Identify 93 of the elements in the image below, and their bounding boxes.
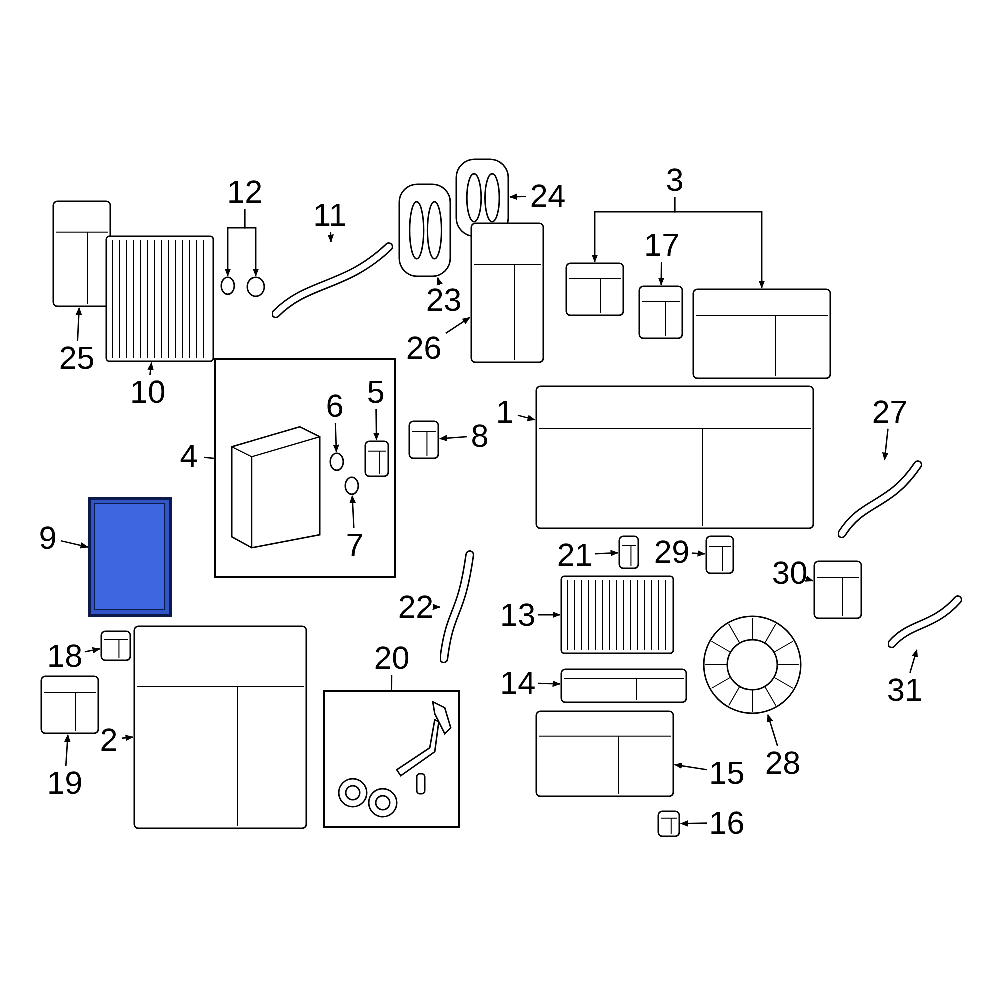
cover-drawing — [52, 200, 112, 308]
callout-number: 18 — [45, 639, 85, 673]
leader-line — [594, 550, 619, 557]
actuator-drawing — [40, 675, 100, 735]
leader-line — [767, 714, 778, 746]
group-box — [323, 690, 460, 828]
leader-line — [122, 734, 134, 742]
duct-drawing — [838, 460, 923, 540]
callout-number: 27 — [870, 395, 910, 429]
leader-line — [60, 540, 89, 549]
leader-line — [805, 576, 814, 582]
o-ring-drawing — [344, 476, 360, 496]
hose-drawing — [440, 550, 475, 665]
callout-number: 16 — [707, 806, 747, 840]
callout-number: 24 — [526, 179, 570, 213]
o-ring-drawing — [329, 452, 345, 472]
callout-number: 31 — [885, 673, 925, 707]
callout-number: 8 — [467, 419, 493, 453]
leader-line — [518, 414, 536, 422]
leader-line — [64, 734, 71, 766]
leader-line — [674, 197, 766, 289]
seal-drawing — [398, 183, 452, 278]
leader-line — [538, 612, 561, 618]
leader-line — [333, 422, 340, 453]
leader-line — [446, 317, 471, 334]
callout-number: 25 — [57, 341, 97, 375]
leader-line — [538, 680, 561, 688]
callout-number: 20 — [372, 641, 412, 675]
filter-frame-drawing — [560, 668, 688, 704]
leader-line — [204, 456, 214, 460]
resistor-drawing — [705, 535, 735, 575]
bracket-drawing — [565, 262, 625, 317]
callout-number: 22 — [396, 590, 436, 624]
callout-number: 30 — [770, 556, 810, 590]
leader-line — [76, 307, 82, 342]
leader-line — [882, 428, 889, 461]
callout-number: 2 — [96, 723, 122, 757]
leader-line — [436, 277, 444, 286]
leader-line — [658, 262, 665, 286]
leader-line — [692, 550, 706, 557]
leader-line — [509, 194, 526, 200]
callout-number: 28 — [763, 746, 803, 780]
filter-drawing — [560, 575, 675, 655]
callout-number: 1 — [492, 395, 518, 429]
leader-line — [84, 647, 101, 654]
leader-line — [244, 209, 260, 277]
callout-number: 5 — [363, 375, 389, 409]
callout-number: 9 — [35, 521, 61, 555]
clip-drawing — [657, 810, 681, 838]
callout-number: 26 — [402, 331, 446, 365]
leader-line — [373, 409, 380, 441]
callout-number: 3 — [657, 163, 693, 197]
leader-line — [148, 362, 154, 376]
actuator-drawing — [813, 560, 863, 620]
callout-number: 19 — [45, 766, 85, 800]
o-ring-drawing — [220, 276, 236, 296]
bracket-drawing — [470, 222, 545, 364]
leader-line — [674, 762, 708, 771]
callout-number: 15 — [707, 756, 747, 790]
housing-cover-drawing — [692, 288, 832, 380]
tray-drawing — [535, 710, 675, 798]
duct-drawing — [888, 595, 963, 650]
callout-number: 7 — [342, 528, 368, 562]
callout-number: 29 — [652, 535, 692, 569]
callout-number: 17 — [642, 228, 682, 262]
leader-line — [328, 232, 334, 243]
callout-number: 6 — [322, 389, 348, 423]
actuator-drawing — [100, 630, 132, 662]
leader-line — [680, 820, 708, 827]
leader-line — [350, 495, 356, 528]
callout-number: 12 — [225, 175, 265, 209]
callout-number: 10 — [128, 375, 168, 409]
callout-number: 4 — [174, 439, 204, 473]
group-box — [214, 358, 396, 578]
callout-number: 13 — [498, 598, 538, 632]
o-ring-drawing — [246, 276, 266, 298]
sensor-drawing — [408, 420, 440, 460]
sensor-drawing — [618, 535, 640, 570]
callout-number: 23 — [424, 283, 464, 317]
valve-drawing — [364, 440, 390, 478]
callout-number: 14 — [498, 666, 538, 700]
housing-drawing — [133, 625, 308, 830]
leader-line — [432, 604, 441, 610]
heater-core-drawing — [105, 235, 215, 363]
pipe-drawing — [272, 242, 394, 320]
leader-line — [391, 675, 393, 690]
cabin-filter-drawing — [88, 497, 172, 617]
leader-line — [910, 649, 918, 674]
housing-drawing — [535, 385, 815, 530]
actuator-drawing — [638, 285, 684, 340]
leader-line — [439, 435, 468, 442]
callout-number: 11 — [310, 198, 350, 232]
callout-number: 21 — [555, 538, 595, 572]
